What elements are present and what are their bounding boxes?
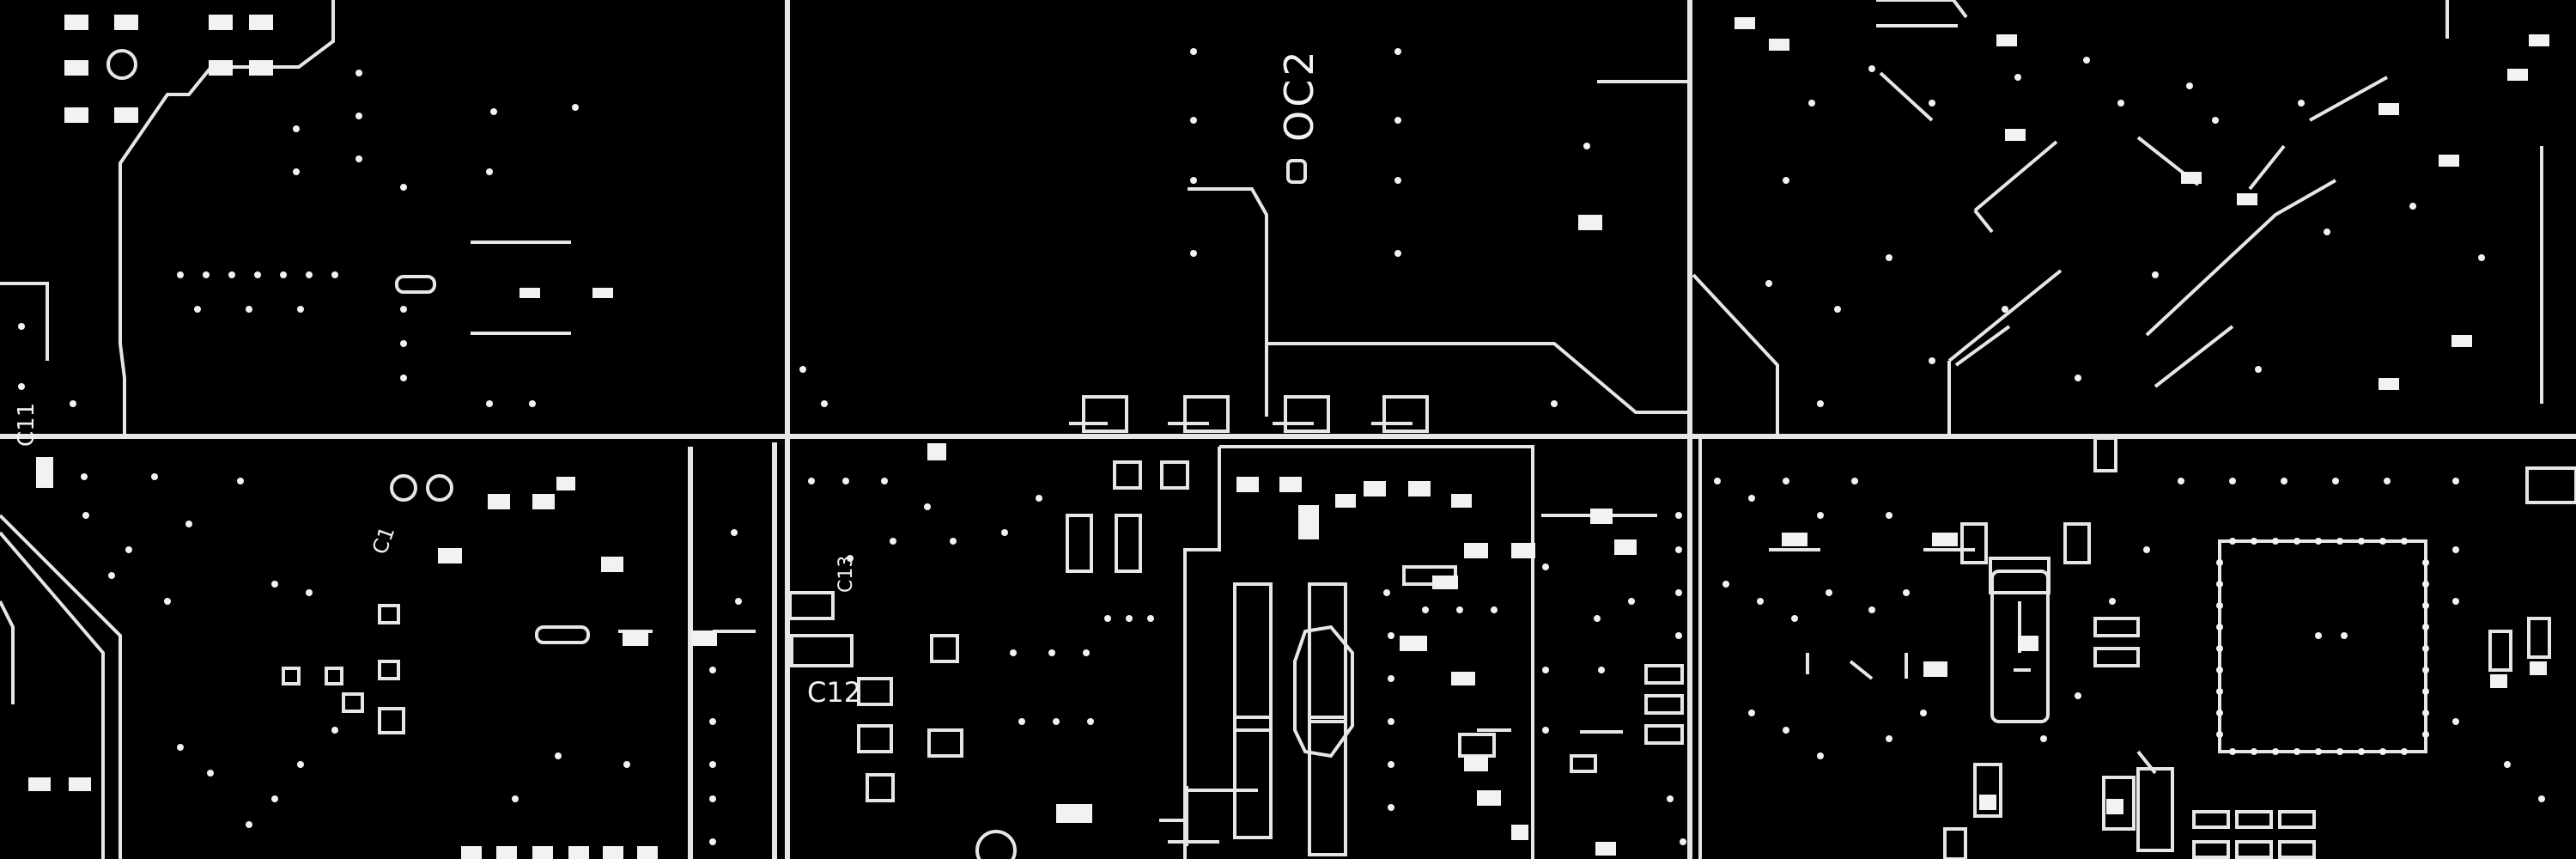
upper-left-pads <box>64 15 1602 298</box>
lower-middle-region <box>788 445 1684 859</box>
lower-middle-pads <box>927 443 1637 856</box>
lower-right-qfp-pins <box>2216 538 2429 755</box>
lower-right-region <box>1698 436 2576 859</box>
lower-right-vias <box>1714 478 2545 802</box>
silkscreen-label-c12: C12 <box>807 676 862 709</box>
lower-left-vias <box>81 473 742 845</box>
upper-left-vias <box>18 70 579 407</box>
lower-left-pads <box>28 457 717 859</box>
silkscreen-label-c13: C13 <box>835 555 857 593</box>
silkscreen-label-c11: C11 <box>14 402 39 447</box>
upper-middle-vias <box>799 48 1590 407</box>
upper-right-region <box>1692 0 2543 436</box>
silkscreen-label-oc2: OC2 <box>1276 47 1322 142</box>
upper-right-vias <box>1735 17 2549 407</box>
lower-middle-vias <box>808 478 1686 845</box>
upper-middle-region <box>1069 80 1690 433</box>
lower-right-pads <box>1782 533 2547 814</box>
upper-left-region <box>0 0 571 436</box>
